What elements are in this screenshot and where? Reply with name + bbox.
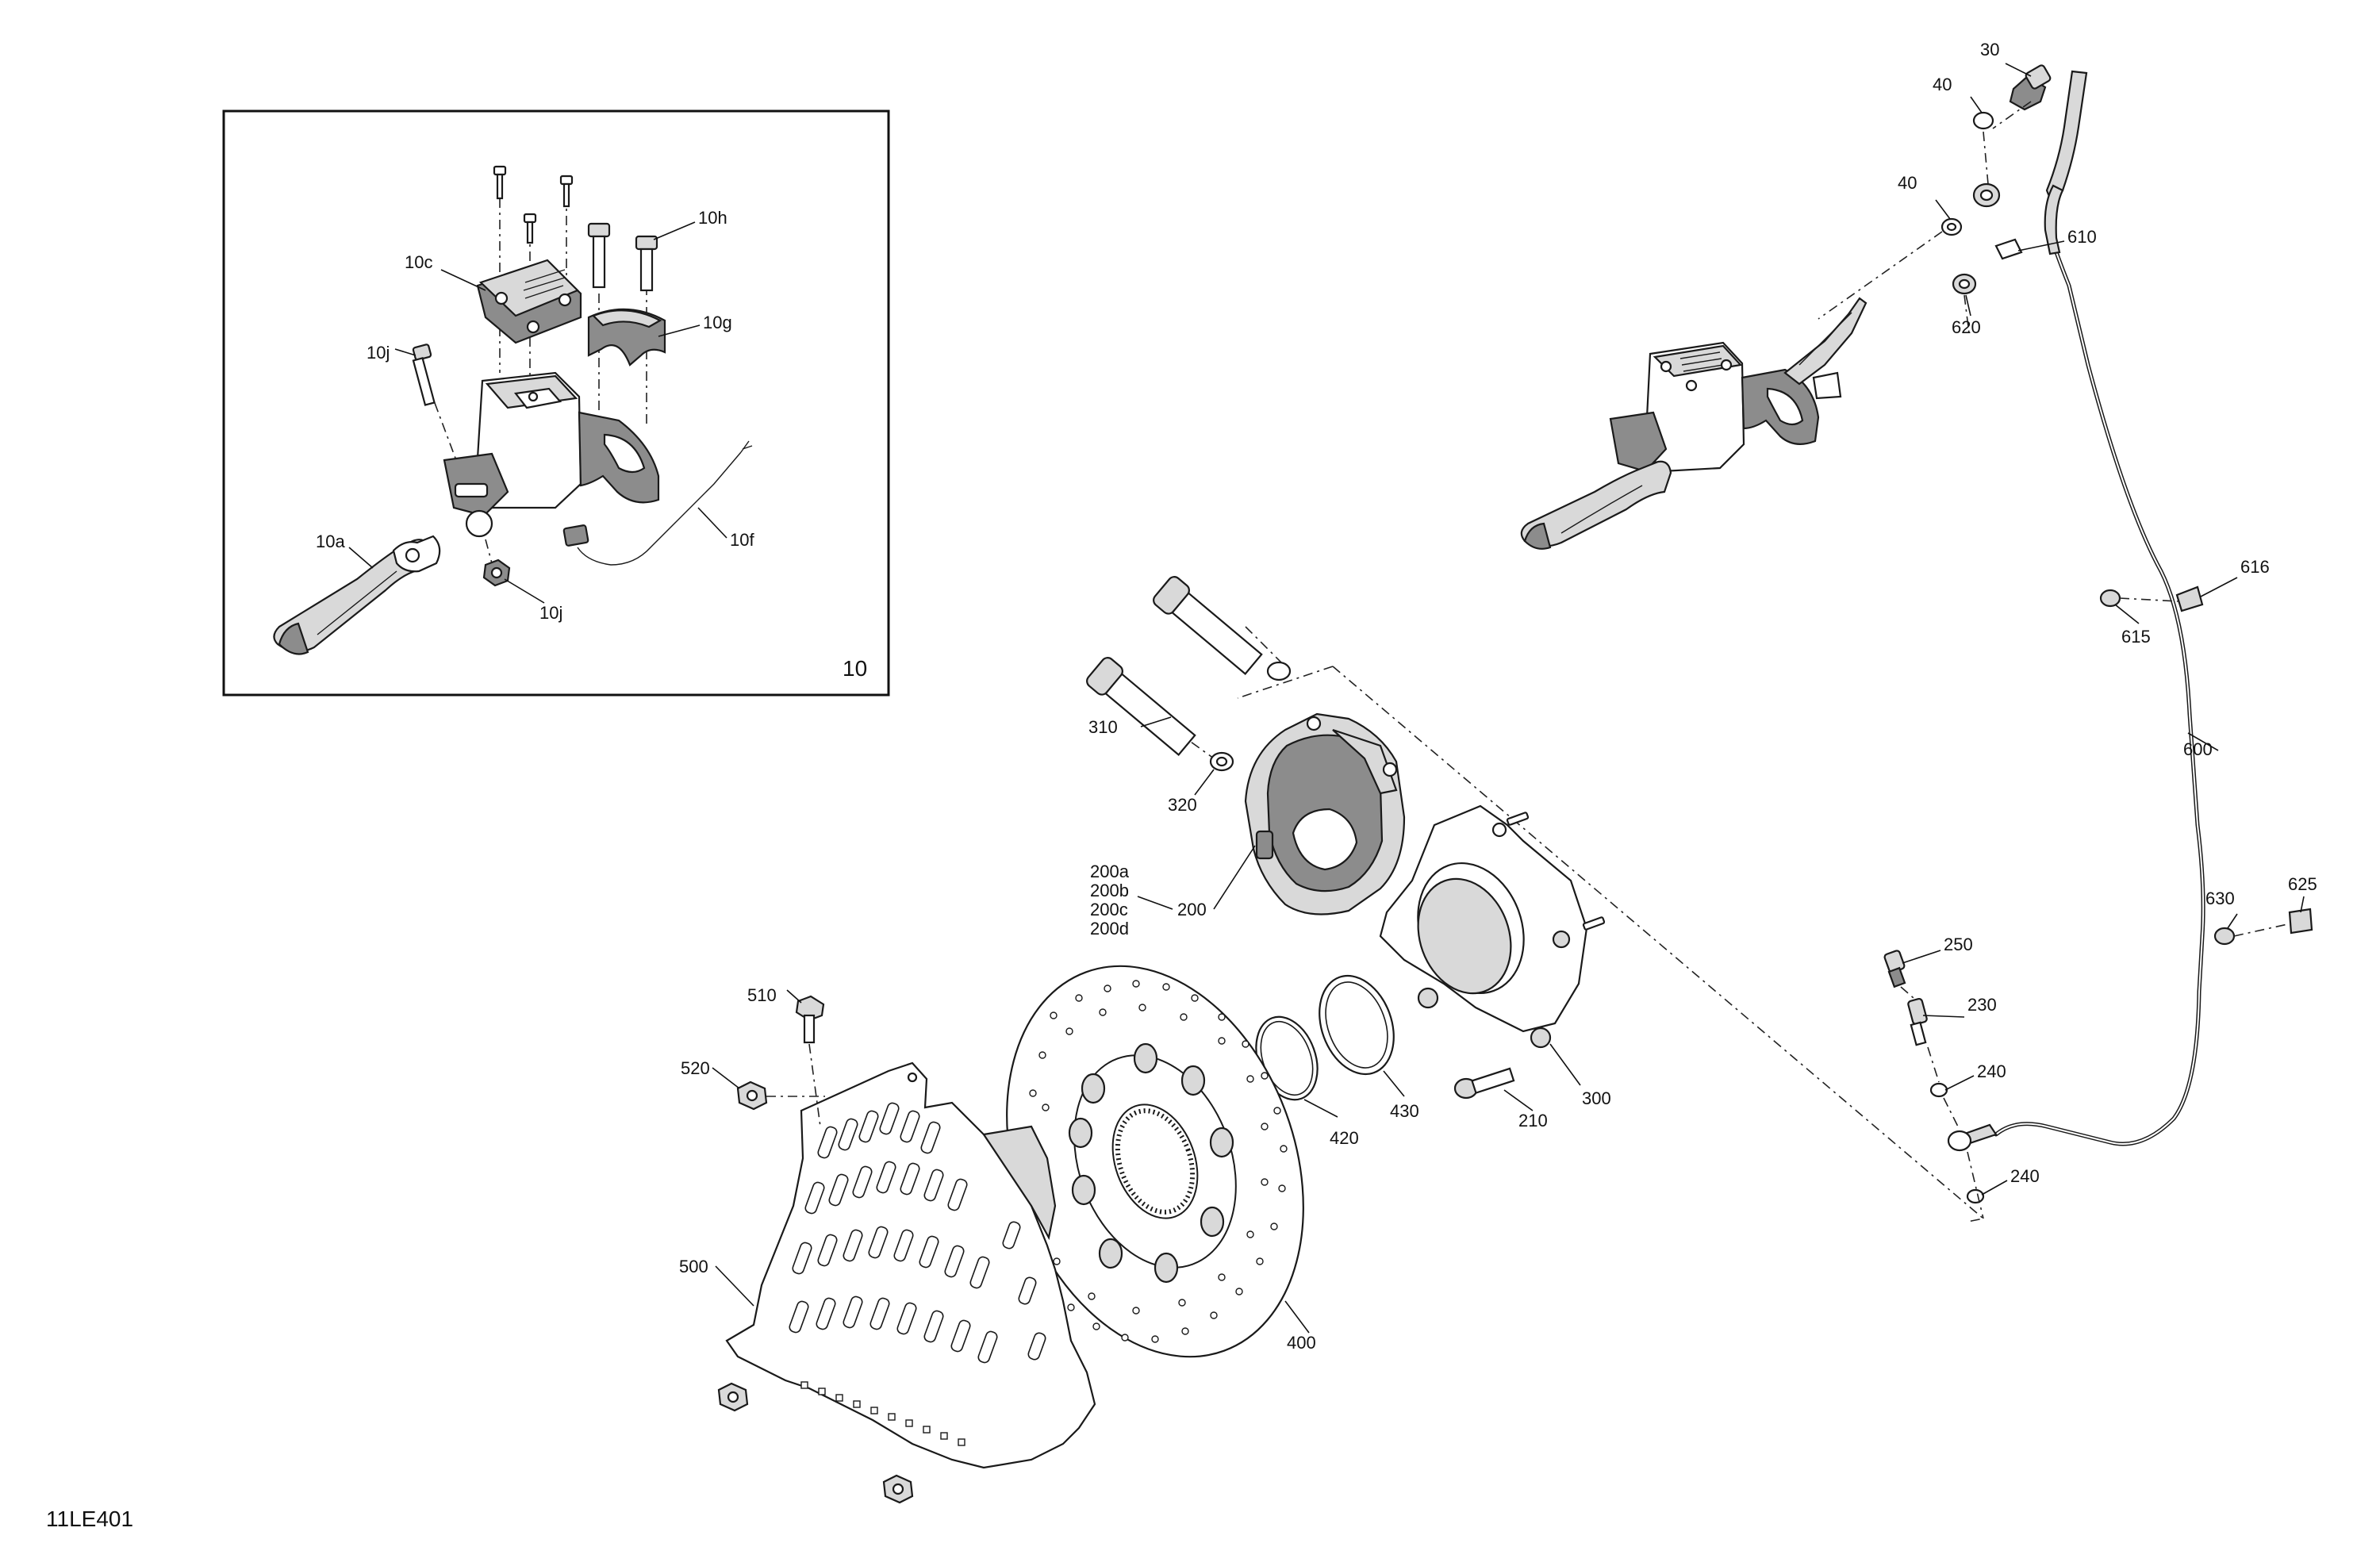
callout-616: 616 <box>2240 557 2270 577</box>
inset-brake-lever <box>273 535 441 655</box>
callout-500: 500 <box>679 1257 708 1276</box>
washer-40-top <box>1972 111 1994 130</box>
clamp-610 <box>1994 238 2023 260</box>
inset-callout-10f: 10f <box>730 530 754 550</box>
inset-callout-10a: 10a <box>316 532 345 551</box>
callout-230: 230 <box>1967 995 1997 1015</box>
grommet-620 <box>1952 273 1977 295</box>
bolt-210 <box>1453 1067 1515 1100</box>
inset-master-cylinder-detail: 10c 10h 10g 10j 10f 10a 10j 10 <box>222 109 890 697</box>
inset-brake-light-switch <box>562 440 753 566</box>
brake-hose <box>1947 70 2205 1152</box>
callout-210: 210 <box>1518 1111 1548 1130</box>
washer-240-top <box>1929 1082 1948 1098</box>
inset-pivot-bolt <box>412 344 469 493</box>
inset-leaders <box>348 221 727 604</box>
callout-250: 250 <box>1944 935 1973 954</box>
inset-callout-10c: 10c <box>405 252 432 272</box>
master-cylinder-assembly <box>1520 297 1868 550</box>
inset-callout-10j-top: 10j <box>367 343 390 363</box>
callout-420: 420 <box>1330 1128 1359 1148</box>
inset-reservoir-cover <box>476 259 582 344</box>
callout-510: 510 <box>747 985 777 1005</box>
washer-40-mid <box>1940 217 1963 236</box>
callout-200d: 200d <box>1090 919 1129 938</box>
callout-200c: 200c <box>1090 900 1128 919</box>
screw-615 <box>2099 589 2121 608</box>
callout-520: 520 <box>681 1058 710 1078</box>
brake-disc-400 <box>1006 965 1304 1358</box>
inset-lever-nut <box>482 558 511 587</box>
callout-240-bottom: 240 <box>2010 1166 2040 1186</box>
nut-guard-bottom <box>882 1474 914 1504</box>
callout-400: 400 <box>1287 1333 1316 1353</box>
nut-630 <box>2213 927 2236 946</box>
callout-600: 600 <box>2183 739 2213 759</box>
callout-300: 300 <box>1582 1088 1611 1108</box>
inset-callout-10j-bottom: 10j <box>539 603 562 623</box>
clamp-625 <box>2288 908 2313 935</box>
callout-40-mid: 40 <box>1898 173 1917 193</box>
leaders-main <box>712 63 2305 1334</box>
banjo-bolt-30 <box>2009 64 2052 111</box>
fitting-250 <box>1883 950 1906 988</box>
assembly-lines-right <box>1237 101 2292 1223</box>
washer-240-bottom <box>1966 1188 1985 1204</box>
inset-callout-10h: 10h <box>698 208 727 228</box>
caliper-bolts-310 <box>1086 576 1292 772</box>
callout-625: 625 <box>2288 874 2317 894</box>
nut-guard-left <box>717 1382 749 1412</box>
callout-240-top: 240 <box>1977 1061 2006 1081</box>
callout-200: 200 <box>1177 900 1207 919</box>
inset-number: 10 <box>843 656 867 681</box>
brake-adapter-300 <box>1379 804 1606 1049</box>
callout-320: 320 <box>1168 795 1197 815</box>
callout-200a: 200a <box>1090 862 1130 881</box>
inset-master-cylinder-body <box>443 371 660 564</box>
inset-callout-10g: 10g <box>703 313 732 332</box>
callout-30: 30 <box>1980 40 1999 59</box>
callout-630: 630 <box>2205 889 2235 908</box>
brake-caliper-200 <box>1244 712 1406 915</box>
figure-code: 11LE401 <box>46 1507 133 1531</box>
callout-40-top: 40 <box>1933 75 1952 94</box>
banjo-fitting-top <box>1972 182 2001 208</box>
callout-430: 430 <box>1390 1101 1419 1121</box>
callout-620: 620 <box>1952 317 1981 337</box>
callout-310: 310 <box>1088 717 1118 737</box>
disc-guard-500 <box>725 1061 1096 1469</box>
clamp-616 <box>2175 585 2204 612</box>
callout-615: 615 <box>2121 627 2151 647</box>
sensor-230 <box>1907 997 1928 1046</box>
inset-clamp-upper <box>587 308 666 367</box>
nut-520 <box>736 1080 825 1111</box>
o-ring-430 <box>1319 974 1395 1076</box>
inset-clamp-bolts <box>587 222 658 428</box>
callout-610: 610 <box>2067 227 2097 247</box>
callout-200b: 200b <box>1090 881 1129 900</box>
bolt-510 <box>795 995 825 1127</box>
